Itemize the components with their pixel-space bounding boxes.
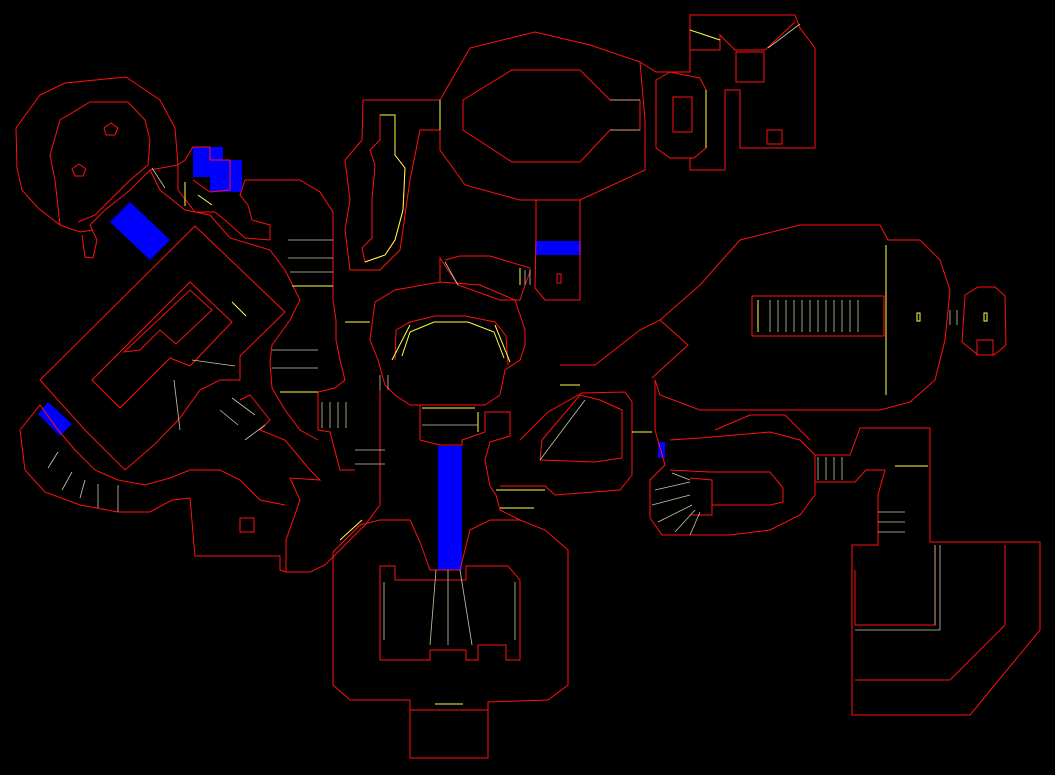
liquid-areas (38, 147, 665, 570)
wall-centre-arch-top (439, 255, 531, 301)
wall-west-diag-inner-1 (91, 281, 233, 409)
wall-top-small-octagon-core (672, 96, 693, 133)
wall-cw-vertical-inner (361, 114, 406, 263)
wall-se-corridor (815, 427, 1041, 716)
wall-west-pillar (239, 517, 255, 533)
door-east-switch-2 (983, 312, 988, 322)
step-e-diag-1 (539, 399, 586, 461)
wall-se-inner-diag (855, 545, 1006, 681)
walls (15, 14, 1041, 759)
step-centre-1 (429, 569, 437, 646)
wall-se-link (714, 414, 811, 441)
step-e-semi-6 (671, 472, 691, 481)
wall-top-octagon-inner (462, 69, 641, 163)
door-west-low (339, 519, 363, 541)
wall-east-round-room (961, 286, 1007, 356)
doors (184, 29, 988, 705)
step-centre-3 (459, 569, 473, 646)
step-w6 (219, 409, 239, 426)
step-w2 (61, 471, 73, 491)
wall-se-inner-l (854, 545, 936, 626)
wall-ne-top-step (689, 15, 796, 51)
wall-east-round-box (976, 339, 994, 356)
wall-east-semicircle (649, 429, 816, 536)
wall-top-octagon-outer (439, 31, 646, 201)
wall-top-small-octagon (655, 71, 707, 159)
door-nw-diag (231, 301, 247, 317)
liquid-east-small (658, 442, 665, 458)
wall-west-curve-inner (19, 404, 286, 506)
step-e-semi-2 (651, 494, 691, 506)
step-e-semi-4 (674, 509, 696, 533)
wall-nw-cave-outer (15, 76, 179, 259)
wall-nw-pillar-1 (103, 122, 119, 136)
wall-south-box (409, 709, 489, 759)
wall-west-curve (19, 394, 322, 573)
step-ne-1 (767, 23, 801, 49)
door-cw-vertical (364, 114, 406, 263)
step-e-semi-3 (657, 504, 693, 523)
wall-east-diag-room (500, 391, 633, 496)
wall-top-stem (534, 200, 581, 301)
step-w1 (47, 451, 59, 469)
step-w3 (79, 479, 86, 499)
step-w10 (191, 359, 236, 367)
wall-centre-arch-inner (394, 315, 509, 366)
steps (47, 99, 958, 646)
wall-nw-pillar-2 (71, 163, 87, 177)
step-e-semi-1 (654, 481, 691, 491)
liquid-nw-diagonal (110, 202, 170, 260)
wall-nw-corridor-bottom (149, 169, 319, 441)
wall-centre-arch (369, 281, 526, 406)
wall-west-diag-inner-2 (122, 289, 213, 353)
door-top-octagon-l (689, 29, 721, 41)
step-nw-1 (151, 167, 166, 189)
wall-east-semicircle-inner (689, 477, 713, 516)
step-centre-link (444, 261, 459, 286)
wall-centre-neck-left (286, 390, 381, 573)
door-nw-2 (197, 194, 213, 206)
wall-west-diag-hall (39, 225, 286, 471)
wall-nw-small-room (177, 146, 231, 193)
ne-corner-steps (767, 23, 801, 49)
wall-east-diag-inner (539, 394, 623, 463)
wall-top-octagon-link (639, 14, 816, 171)
wall-centre-lower-outer (332, 519, 569, 711)
wall-east-semicircle-box (669, 469, 784, 506)
wall-east-stair-frame (751, 295, 885, 337)
door-centre-arch-r (494, 324, 511, 363)
wall-ne-small-box (735, 51, 765, 83)
liquid-top-center-strip (535, 241, 581, 255)
wall-top-stem-slot (556, 273, 562, 284)
wall-east-long-room (560, 224, 951, 430)
step-w7 (231, 397, 256, 416)
wall-centre-neck (419, 405, 521, 521)
step-w8 (244, 424, 266, 441)
door-east-switch-1 (916, 312, 921, 322)
liquid-center-corridor (438, 446, 462, 570)
wall-east-long-inner (651, 319, 689, 379)
wall-ne-tiny-box (766, 129, 783, 145)
door-centre-arch (391, 324, 411, 361)
east-staircase (769, 300, 859, 332)
wall-nw-cave-inner (49, 101, 151, 226)
door-centre-arch-inner (401, 321, 505, 359)
wall-centre-lower-inner (379, 565, 521, 661)
step-e-semi-5 (689, 511, 701, 536)
step-w9 (173, 379, 181, 431)
wall-nw-corridor-top (177, 165, 355, 471)
liquid-nw-small-b (210, 160, 242, 192)
liquid-west-diagonal (38, 402, 72, 436)
